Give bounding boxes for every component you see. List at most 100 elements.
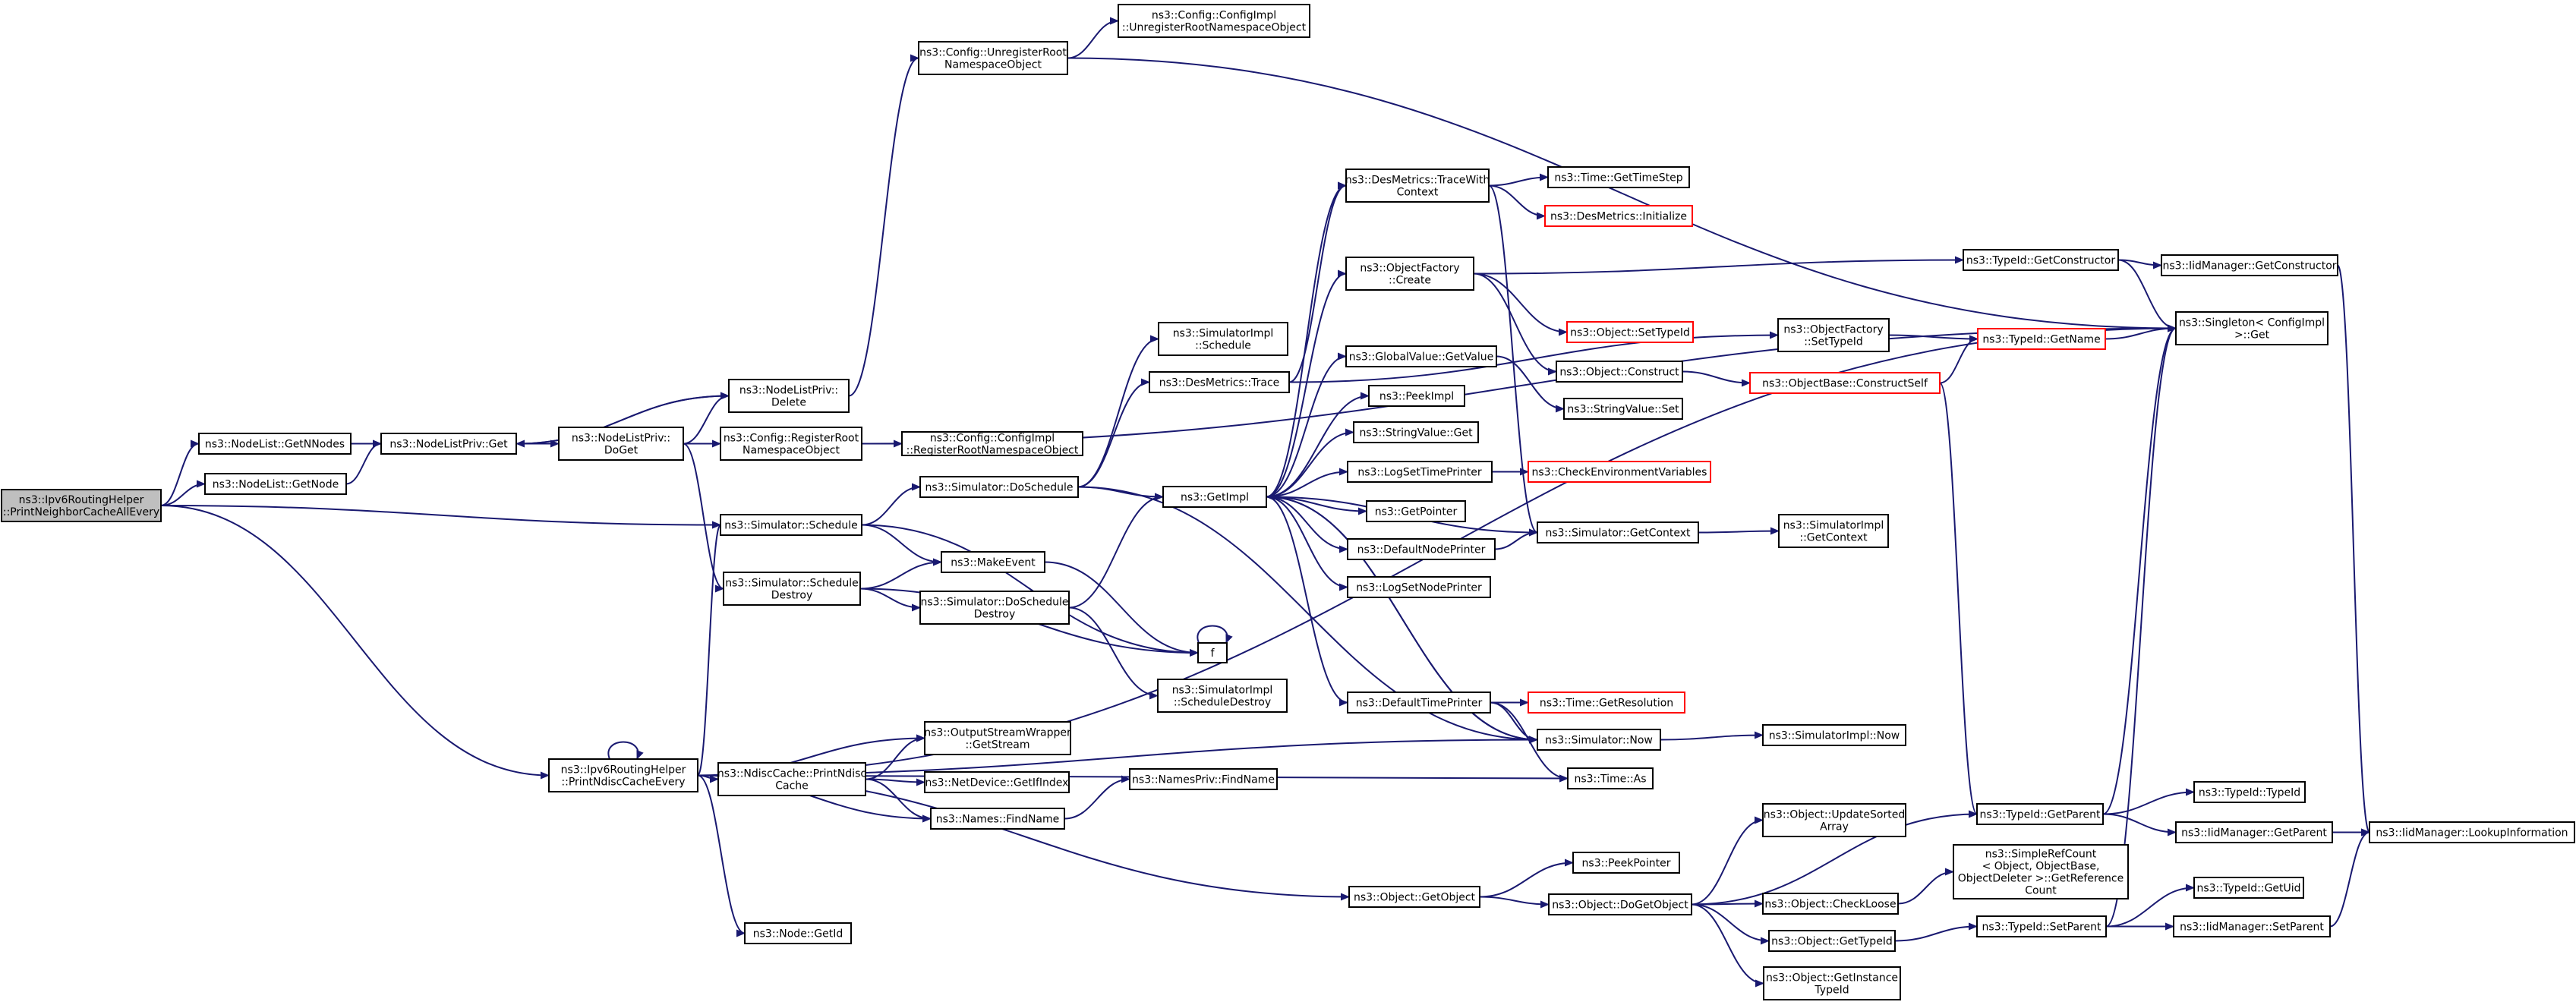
node-sim-impl-schedule[interactable]: ns3::SimulatorImpl::Schedule xyxy=(1158,322,1288,356)
node-str-value-set[interactable]: ns3::StringValue::Set xyxy=(1563,398,1683,420)
node-obj-set-type-id[interactable]: ns3::Object::SetTypeId xyxy=(1566,321,1694,343)
node-simple-ref-count[interactable]: ns3::SimpleRefCount< Object, ObjectBase,… xyxy=(1953,844,2129,899)
node-type-id-get-name[interactable]: ns3::TypeId::GetName xyxy=(1977,328,2106,350)
edge-of-create-to-obj-set-type-id xyxy=(1473,273,1568,336)
node-iid-get-parent[interactable]: ns3::IidManager::GetParent xyxy=(2175,821,2333,843)
node-log-set-time-printer[interactable]: ns3::LogSetTimePrinter xyxy=(1347,461,1493,483)
node-label: ns3::OutputStreamWrapper xyxy=(924,727,1071,739)
node-sim-do-schedule[interactable]: ns3::Simulator::DoSchedule xyxy=(919,476,1079,498)
node-check-env[interactable]: ns3::CheckEnvironmentVariables xyxy=(1528,461,1711,483)
edge-cfg-unreg-to-singleton-get xyxy=(1067,57,2177,332)
edge-get-impl-to-def-time-printer xyxy=(1266,496,1348,707)
node-peek-impl[interactable]: ns3::PeekImpl xyxy=(1368,385,1465,407)
node-label: ns3::NetDevice::GetIfIndex xyxy=(925,777,1069,789)
node-of-create[interactable]: ns3::ObjectFactory::Create xyxy=(1345,257,1474,291)
edge-type-id-set-parent-to-type-id-get-uid xyxy=(2105,884,2195,928)
node-osw-get-stream[interactable]: ns3::OutputStreamWrapper::GetStream xyxy=(924,721,1071,755)
node-label: Count xyxy=(2025,885,2057,897)
node-time-get-res[interactable]: ns3::Time::GetResolution xyxy=(1528,692,1685,714)
node-cfg-unreg[interactable]: ns3::Config::UnregisterRootNamespaceObje… xyxy=(918,41,1068,75)
node-box xyxy=(1368,385,1465,407)
node-str-value-get[interactable]: ns3::StringValue::Get xyxy=(1353,421,1479,443)
edge-obj-check-loose-to-simple-ref-count xyxy=(1897,868,1954,905)
node-obj-get-object[interactable]: ns3::Object::GetObject xyxy=(1348,886,1480,908)
node-nlp-do-get[interactable]: ns3::NodeListPriv::DoGet xyxy=(558,427,684,461)
node-box xyxy=(1556,361,1683,383)
node-time-as[interactable]: ns3::Time::As xyxy=(1567,767,1654,789)
node-sim-get-context[interactable]: ns3::Simulator::GetContext xyxy=(1537,521,1699,543)
node-des-trace[interactable]: ns3::DesMetrics::Trace xyxy=(1149,371,1290,393)
node-type-id-type-id[interactable]: ns3::TypeId::TypeId xyxy=(2193,781,2306,803)
node-nlp-delete[interactable]: ns3::NodeListPriv::Delete xyxy=(728,379,850,413)
node-obj-do-get-object[interactable]: ns3::Object::DoGetObject xyxy=(1548,893,1692,915)
node-type-id-get-parent[interactable]: ns3::TypeId::GetParent xyxy=(1976,803,2104,825)
node-singleton-get[interactable]: ns3::Singleton< ConfigImpl>::Get xyxy=(2175,311,2328,345)
edge-sim-schedule-destroy-to-make-event xyxy=(859,558,942,590)
node-iid-set-parent[interactable]: ns3::IidManager::SetParent xyxy=(2173,915,2331,937)
node-time-get-time-step[interactable]: ns3::Time::GetTimeStep xyxy=(1547,166,1690,188)
node-type-id-set-parent[interactable]: ns3::TypeId::SetParent xyxy=(1976,915,2107,937)
node-net-dev-get-if-index[interactable]: ns3::NetDevice::GetIfIndex xyxy=(924,771,1070,793)
node-get-impl[interactable]: ns3::GetImpl xyxy=(1162,486,1267,508)
node-box xyxy=(548,758,698,792)
edge-obj-do-get-object-to-obj-get-inst-type-id xyxy=(1691,903,1764,988)
node-get-pointer[interactable]: ns3::GetPointer xyxy=(1366,500,1466,522)
node-peek-pointer[interactable]: ns3::PeekPointer xyxy=(1572,852,1680,874)
node-f[interactable]: f xyxy=(1197,642,1228,663)
edge-nlp-do-get-to-nlp-delete xyxy=(683,392,730,445)
node-get-nnodes[interactable]: ns3::NodeList::GetNNodes xyxy=(198,433,352,455)
node-cfg-reg[interactable]: ns3::Config::RegisterRootNamespaceObject xyxy=(720,427,862,461)
node-make-event[interactable]: ns3::MakeEvent xyxy=(941,551,1045,573)
node-sim-impl-now[interactable]: ns3::SimulatorImpl::Now xyxy=(1762,724,1906,746)
node-iid-lookup[interactable]: ns3::IidManager::LookupInformation xyxy=(2369,821,2575,843)
node-sim-schedule-destroy[interactable]: ns3::Simulator::ScheduleDestroy xyxy=(723,572,861,606)
node-des-init[interactable]: ns3::DesMetrics::Initialize xyxy=(1544,205,1693,227)
node-names-priv-find[interactable]: ns3::NamesPriv::FindName xyxy=(1129,768,1278,790)
node-names-find[interactable]: ns3::Names::FindName xyxy=(930,808,1065,830)
node-sim-now[interactable]: ns3::Simulator::Now xyxy=(1537,729,1661,751)
edge-root-to-sim-schedule xyxy=(160,505,721,529)
edge-of-create-to-type-id-get-constructor xyxy=(1473,256,1964,275)
node-iid-get-constructor[interactable]: ns3::IidManager::GetConstructor xyxy=(2161,254,2338,276)
node-obj-check-loose[interactable]: ns3::Object::CheckLoose xyxy=(1762,893,1899,915)
node-sim-impl-schedule-destroy[interactable]: ns3::SimulatorImpl::ScheduleDestroy xyxy=(1157,679,1288,713)
node-gv-get-value[interactable]: ns3::GlobalValue::GetValue xyxy=(1345,345,1497,367)
node-get-node[interactable]: ns3::NodeList::GetNode xyxy=(204,473,347,495)
node-type-id-get-uid[interactable]: ns3::TypeId::GetUid xyxy=(2193,877,2304,899)
node-def-node-printer[interactable]: ns3::DefaultNodePrinter xyxy=(1347,538,1496,560)
node-log-set-node-printer[interactable]: ns3::LogSetNodePrinter xyxy=(1347,576,1491,598)
node-type-id-get-constructor[interactable]: ns3::TypeId::GetConstructor xyxy=(1963,249,2119,271)
edge-of-set-type-id-to-type-id-get-name xyxy=(1888,334,1979,343)
node-label: ns3::GetImpl xyxy=(1181,492,1249,504)
edge-print-ndisc-to-sim-schedule xyxy=(697,521,721,777)
node-label: ns3::Simulator::Now xyxy=(1545,735,1653,747)
node-root[interactable]: ns3::Ipv6RoutingHelper::PrintNeighborCac… xyxy=(1,489,162,522)
node-def-time-printer[interactable]: ns3::DefaultTimePrinter xyxy=(1347,692,1491,714)
node-label: ns3::TypeId::GetConstructor xyxy=(1966,255,2115,267)
node-box xyxy=(1347,692,1491,714)
node-nlp-get[interactable]: ns3::NodeListPriv::Get xyxy=(380,433,517,455)
edge-sim-schedule-to-f xyxy=(861,524,1199,657)
node-of-set-type-id[interactable]: ns3::ObjectFactory::SetTypeId xyxy=(1777,318,1890,352)
node-box xyxy=(1963,249,2119,271)
node-label: ns3::DesMetrics::Trace xyxy=(1159,377,1280,389)
node-box xyxy=(1149,371,1290,393)
node-obj-get-type-id[interactable]: ns3::Object::GetTypeId xyxy=(1768,930,1896,952)
node-cfg-impl-reg[interactable]: ns3::Config::ConfigImpl::RegisterRootNam… xyxy=(901,431,1083,457)
node-cfg-impl-unreg[interactable]: ns3::Config::ConfigImpl::UnregisterRootN… xyxy=(1118,4,1310,38)
node-box xyxy=(744,922,852,944)
node-ndisc-print[interactable]: ns3::NdiscCache::PrintNdiscCache xyxy=(717,762,866,796)
edge-type-id-set-parent-to-singleton-get xyxy=(2105,324,2177,928)
node-obj-base-construct-self[interactable]: ns3::ObjectBase::ConstructSelf xyxy=(1749,372,1941,394)
node-sim-impl-get-context[interactable]: ns3::SimulatorImpl::GetContext xyxy=(1778,514,1889,548)
node-print-ndisc[interactable]: ns3::Ipv6RoutingHelper::PrintNdiscCacheE… xyxy=(548,758,698,792)
node-box xyxy=(380,433,517,455)
node-node-get-id[interactable]: ns3::Node::GetId xyxy=(744,922,852,944)
node-obj-construct[interactable]: ns3::Object::Construct xyxy=(1556,361,1683,383)
edge-sim-do-schedule-to-des-trace xyxy=(1077,378,1150,488)
node-sim-schedule[interactable]: ns3::Simulator::Schedule xyxy=(720,514,862,536)
